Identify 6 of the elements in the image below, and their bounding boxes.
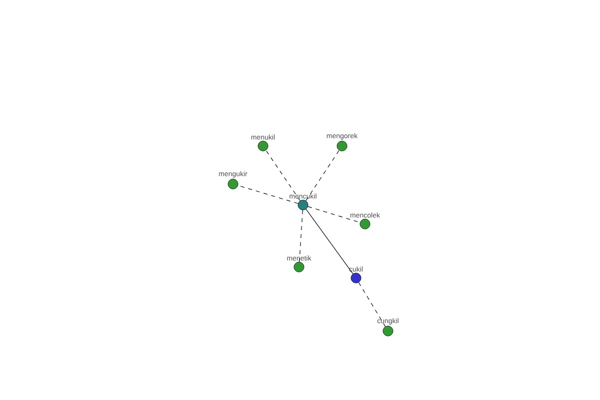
connector-line xyxy=(306,208,354,274)
connector-line xyxy=(358,282,386,327)
connector-line xyxy=(299,210,303,262)
connector-line xyxy=(306,150,340,201)
connector-line xyxy=(308,206,360,223)
connector-line xyxy=(266,150,300,201)
